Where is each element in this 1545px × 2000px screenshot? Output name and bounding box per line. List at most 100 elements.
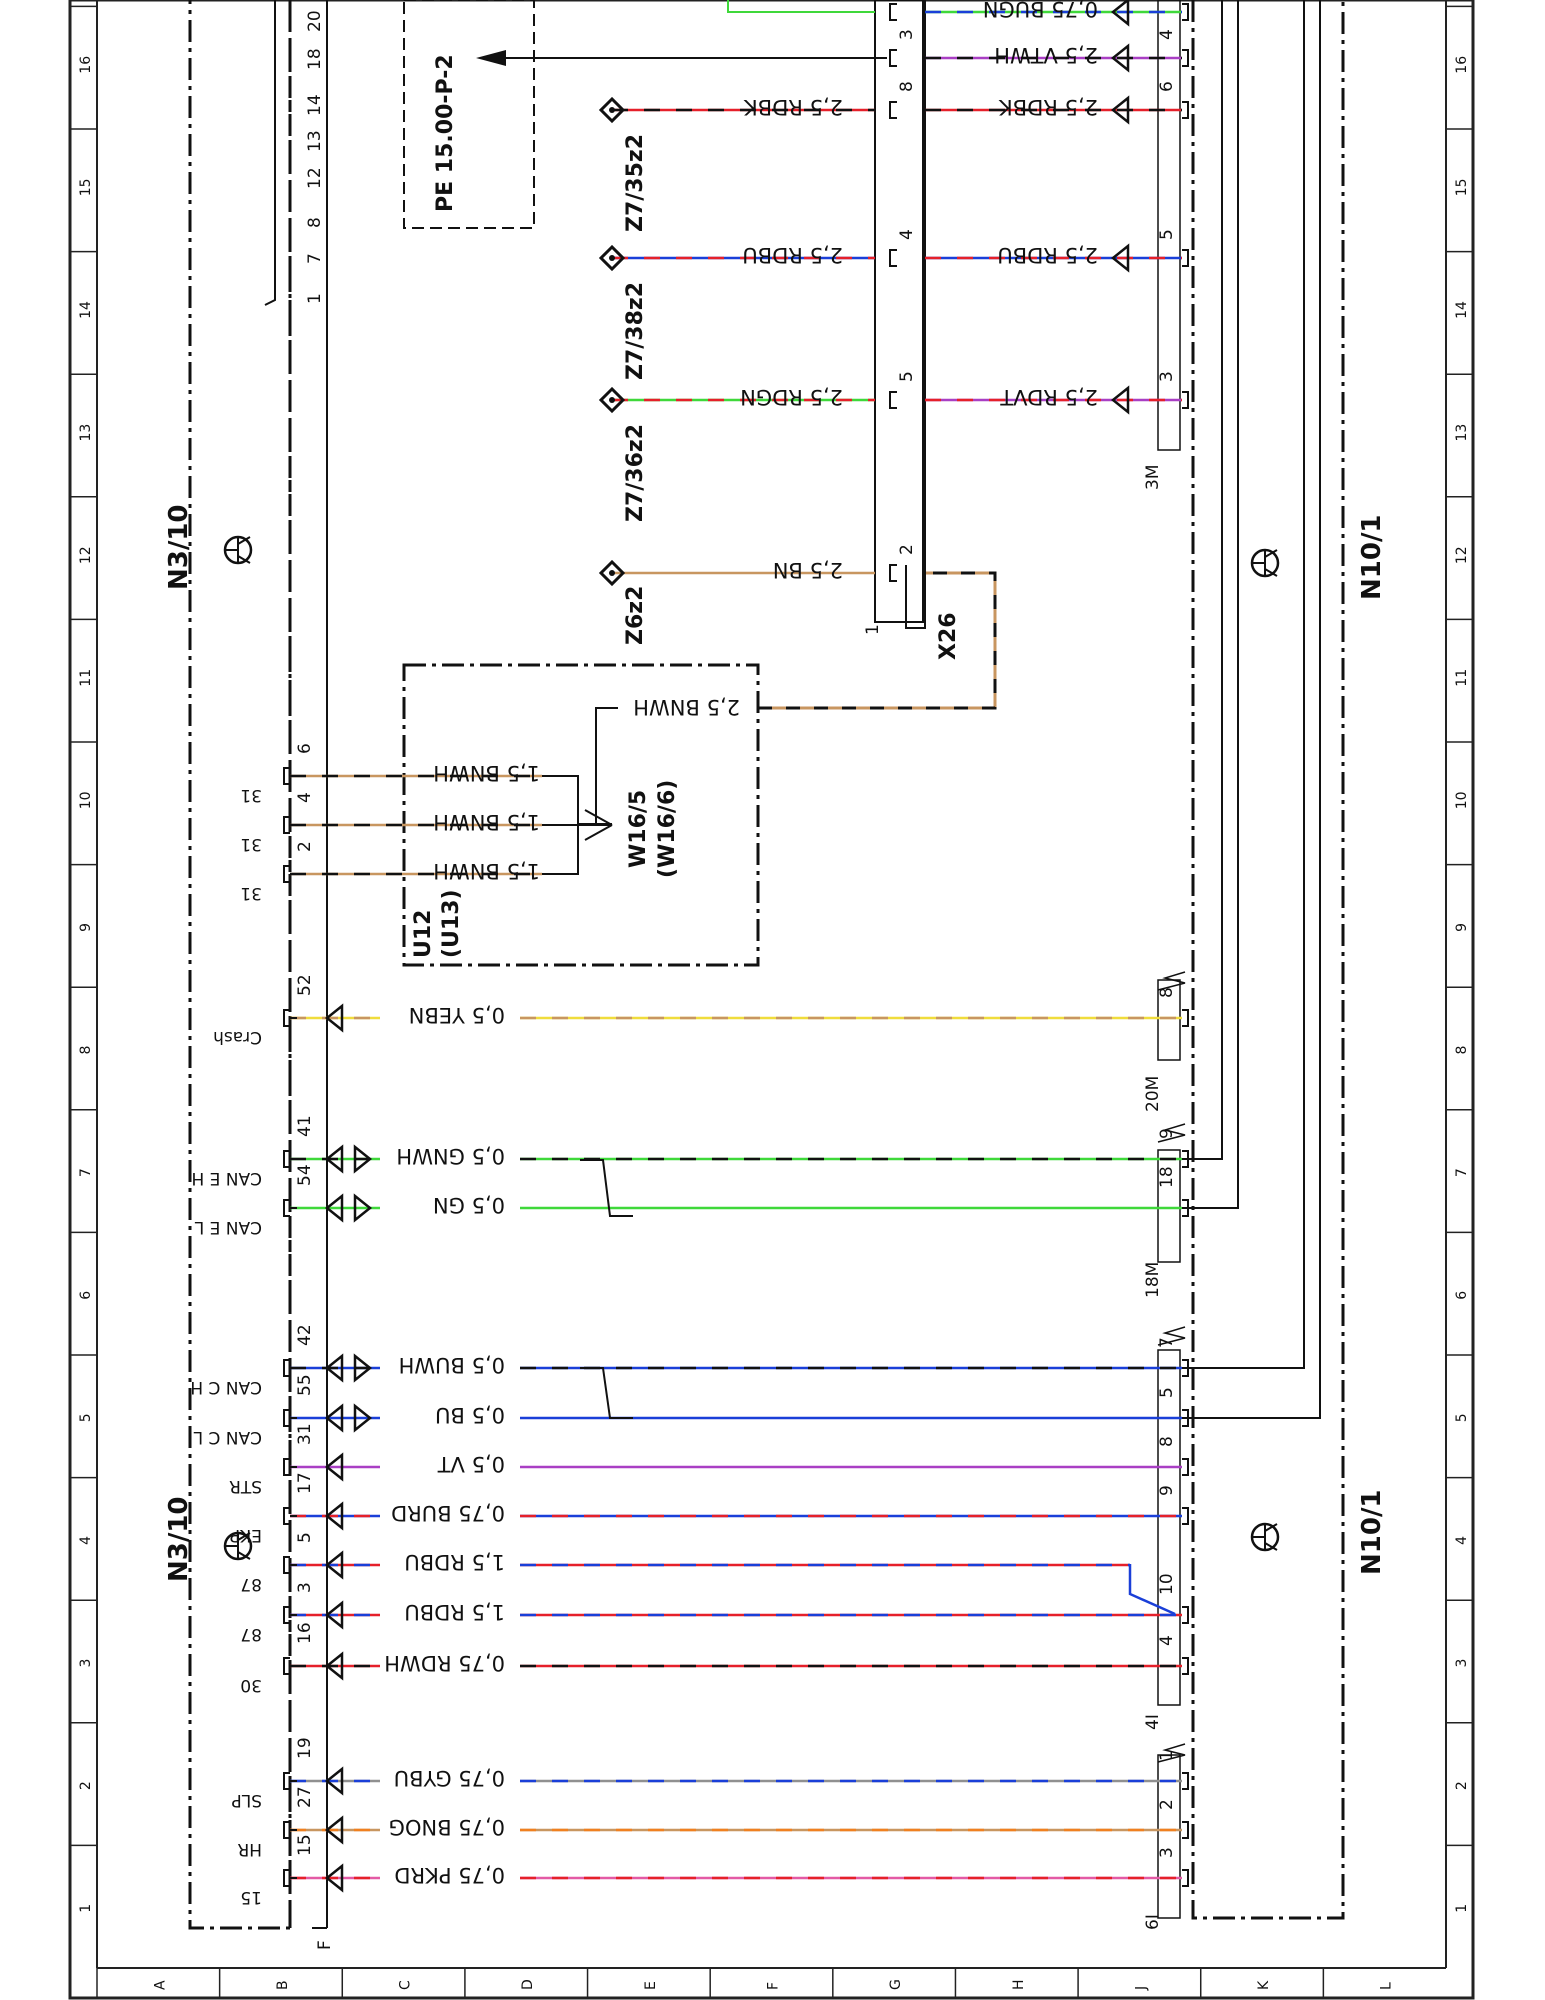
ruler-number: 9 — [1454, 923, 1470, 932]
ruler-number: 6 — [1454, 1291, 1470, 1300]
wire-label: 2,5 BN — [773, 558, 843, 582]
pin-number: 52 — [295, 974, 315, 996]
wire-label: 0,75 PKRD — [394, 1863, 505, 1887]
pin-number: 54 — [295, 1164, 315, 1186]
signal-arrow-icon — [324, 1600, 344, 1630]
signal-arrow-icon — [324, 1863, 344, 1893]
module-label-u12: U12 — [411, 910, 436, 958]
wire-label: 2,5 BNWH — [633, 695, 740, 719]
module-label-u13: (U13) — [439, 889, 464, 958]
wire-label: 0,75 BURD — [391, 1501, 505, 1525]
transistor-icon — [1250, 1522, 1280, 1552]
ruler-letter: H — [1011, 1979, 1027, 1990]
ruler-number: 8 — [78, 1046, 94, 1055]
pin-number: 17 — [295, 1472, 315, 1494]
ruler-letter: E — [643, 1981, 659, 1990]
wire-label: 0,75 BUGN — [983, 0, 1098, 21]
pin-number: 7 — [1157, 1337, 1177, 1348]
wire-label: 0,5 BUWH — [399, 1353, 505, 1377]
pin-number: 5 — [1157, 229, 1177, 240]
ruler-ticks — [70, 5, 1473, 1998]
ruler-number: 1 — [1454, 1904, 1470, 1913]
module-label-w16-5: W16/5 — [626, 790, 651, 868]
module-frame-letter: F — [315, 1940, 335, 1950]
signal-arrow-icon — [324, 1766, 344, 1796]
signal-arrow-icon — [1110, 0, 1130, 27]
ruler-number: 10 — [78, 791, 94, 809]
ground-label-z7-35z2: Z7/35z2 — [623, 134, 648, 232]
wire-label: 0,75 BNOG — [389, 1815, 505, 1839]
pin-number: 20 — [305, 10, 325, 32]
transistor-icon — [223, 1531, 253, 1561]
wire-label: 2,5 RDBU — [997, 243, 1098, 267]
signal-arrow-icon — [324, 1651, 344, 1681]
wire-label: 0,75 RDWH — [384, 1651, 505, 1675]
transistor-icon — [1250, 548, 1280, 578]
wire-label: 1,5 BNWH — [433, 761, 540, 785]
pin-number: 8 — [897, 81, 917, 92]
ruler-number: 12 — [78, 546, 94, 564]
pin-number: 1 — [863, 624, 883, 635]
wire-label: 2,5 RDBK — [998, 95, 1098, 119]
ruler-number: 13 — [1454, 424, 1470, 442]
twisted-pair-marks — [580, 1159, 633, 1419]
ruler-letter: C — [398, 1980, 414, 1990]
ruler-letter: A — [152, 1980, 168, 1990]
signal-name: CAN E L — [194, 1217, 262, 1237]
pin-number: 15 — [295, 1834, 315, 1856]
wire-label: 1,5 RDBU — [404, 1600, 505, 1624]
connector-x26: X26 1 — [863, 0, 961, 660]
pin-number: 4 — [1157, 29, 1177, 40]
ruler-number: 2 — [1454, 1781, 1470, 1790]
signal-name: HR — [237, 1839, 262, 1859]
ground-label-z7-38z2: Z7/38z2 — [623, 282, 648, 380]
pin-number: 9 — [1157, 1128, 1177, 1139]
signal-arrow-icon — [324, 1193, 344, 1223]
ruler-number: 4 — [78, 1536, 94, 1545]
ruler-number: 11 — [78, 669, 94, 687]
ruler-number: 7 — [78, 1168, 94, 1177]
ruler-letter: F — [766, 1982, 782, 1990]
pin-number: 18 — [305, 48, 325, 70]
ruler-number: 12 — [1454, 546, 1470, 564]
pin-number: 1 — [1157, 1750, 1177, 1761]
ground-label-z7-36z2: Z7/36z2 — [623, 424, 648, 522]
ground-icon — [598, 559, 626, 587]
transistor-icon — [223, 535, 253, 565]
connector-label: 3M — [1143, 465, 1163, 490]
pin-number: 8 — [1157, 1436, 1177, 1447]
x26-wire: 2,5 BN2 — [612, 544, 917, 582]
ruler-number: 14 — [1454, 301, 1470, 319]
pin-number: 3 — [1157, 1847, 1177, 1858]
signal-name: CAN E H — [191, 1168, 262, 1188]
wire-label: 0,5 YEBN — [409, 1003, 505, 1027]
pin-number: 4 — [897, 229, 917, 240]
pin-number: 9 — [1157, 1485, 1177, 1496]
wire-label: 0,5 BU — [435, 1403, 505, 1427]
signal-arrow-icon — [353, 1193, 373, 1223]
connector-label: 18M — [1143, 1262, 1163, 1298]
pin-number: 18 — [1157, 1166, 1177, 1188]
arrow-icon — [476, 50, 506, 66]
pin-number: 3 — [897, 29, 917, 40]
signal-arrow-icon — [324, 1452, 344, 1482]
wire-label: 1,5 RDBU — [404, 1550, 505, 1574]
ruler-letter: B — [275, 1980, 291, 1990]
signal-arrow-icon — [1110, 95, 1130, 125]
